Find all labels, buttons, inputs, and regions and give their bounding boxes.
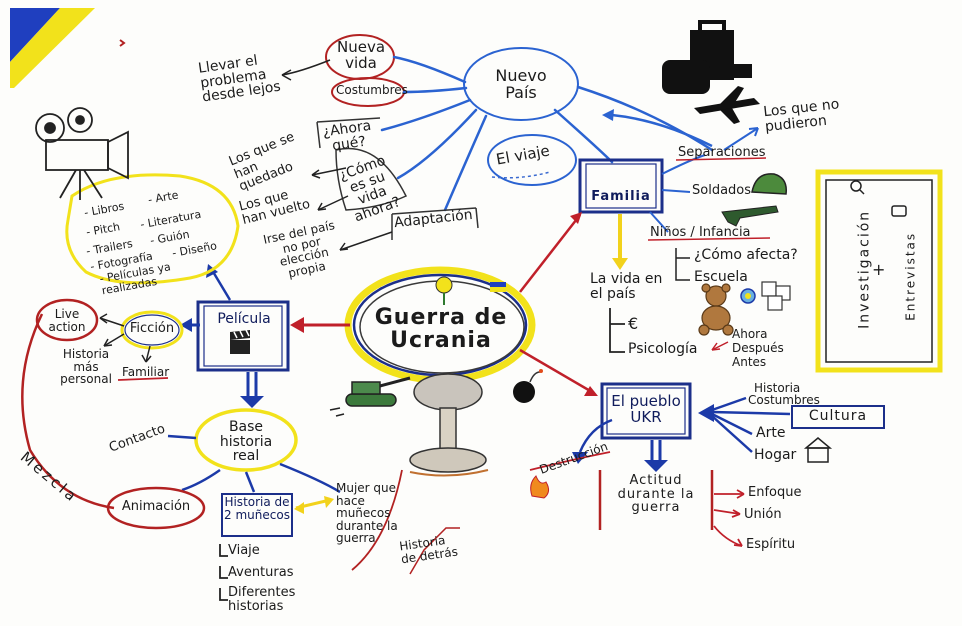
center-title[interactable]: Guerra de Ucrania (374, 305, 508, 354)
node-antes[interactable]: Antes (732, 355, 767, 369)
node-viaje[interactable]: Viaje (228, 543, 260, 558)
node-dinero[interactable]: € (628, 314, 639, 333)
tank-icon (329, 376, 411, 417)
node-vida-pais[interactable]: La vida en el país (590, 271, 663, 302)
helmet-icon (751, 173, 787, 195)
node-historia[interactable]: Historia (754, 381, 801, 395)
house-icon (803, 437, 833, 463)
node-ficcion[interactable]: Ficción (129, 321, 175, 336)
node-familia[interactable]: Familia (591, 189, 651, 204)
clapperboard-icon (230, 329, 250, 354)
node-arte[interactable]: Arte (756, 425, 786, 441)
fire-icon (530, 475, 550, 499)
node-animacion[interactable]: Animación (121, 499, 191, 514)
magnifier-icon (850, 180, 865, 195)
film-camera-icon (35, 107, 129, 200)
node-familiar[interactable]: Familiar (122, 365, 170, 379)
node-costumbres-2[interactable]: Costumbres (748, 393, 820, 407)
node-historia-munecos[interactable]: Historia de 2 muñecos (224, 495, 290, 522)
node-soldados[interactable]: Soldados (692, 183, 752, 198)
sunflower-icon (435, 276, 453, 305)
node-nueva-vida[interactable]: Nueva vida (336, 38, 386, 72)
node-base-historia[interactable]: Base historia real (219, 419, 273, 465)
node-diferentes[interactable]: Diferentes historias (228, 585, 296, 614)
node-como-afecta[interactable]: ¿Cómo afecta? (694, 247, 798, 263)
node-separaciones[interactable]: Separaciones (678, 145, 766, 160)
node-cultura[interactable]: Cultura (808, 408, 868, 424)
teddy-bear-icon (698, 283, 734, 336)
pacifier-icon (740, 288, 756, 304)
ukraine-flag-corner-icon (10, 8, 95, 88)
rifle-icon (721, 205, 779, 227)
node-mujer[interactable]: Mujer que hace muñecos durante la guerra (336, 481, 398, 546)
node-costumbres[interactable]: Costumbres (336, 83, 408, 97)
node-escuela[interactable]: Escuela (694, 269, 748, 285)
node-ninos[interactable]: Niños / Infancia (650, 225, 751, 240)
chat-icon (891, 205, 907, 217)
node-nuevo-pais[interactable]: Nuevo País (495, 66, 547, 102)
node-aventuras[interactable]: Aventuras (228, 565, 294, 580)
node-entrevistas[interactable]: Entrevistas (903, 231, 918, 321)
suitcase-icon (662, 20, 752, 94)
node-pueblo[interactable]: El pueblo UKR (611, 392, 681, 426)
node-union[interactable]: Unión (744, 507, 782, 522)
node-actitud[interactable]: Actitud durante la guerra (617, 473, 695, 516)
bomb-icon (513, 369, 543, 403)
node-investigacion[interactable]: Investigación (856, 209, 873, 329)
toy-blocks-icon (761, 281, 791, 311)
node-psicologia[interactable]: Psicología (628, 341, 698, 357)
node-pelicula[interactable]: Película (217, 311, 271, 327)
plane-icon (694, 86, 760, 124)
node-espiritu[interactable]: Espíritu (746, 537, 796, 552)
explosion-icon (409, 373, 489, 477)
node-enfoque[interactable]: Enfoque (748, 485, 802, 500)
node-ahora[interactable]: Ahora (732, 327, 768, 341)
node-despues[interactable]: Después (732, 341, 784, 355)
node-historia-personal[interactable]: Historia más personal (60, 347, 112, 387)
node-hogar[interactable]: Hogar (754, 447, 797, 463)
node-plus[interactable]: + (872, 260, 886, 279)
ukraine-flag-icon (490, 282, 506, 292)
node-live-action[interactable]: Live action (48, 307, 86, 334)
